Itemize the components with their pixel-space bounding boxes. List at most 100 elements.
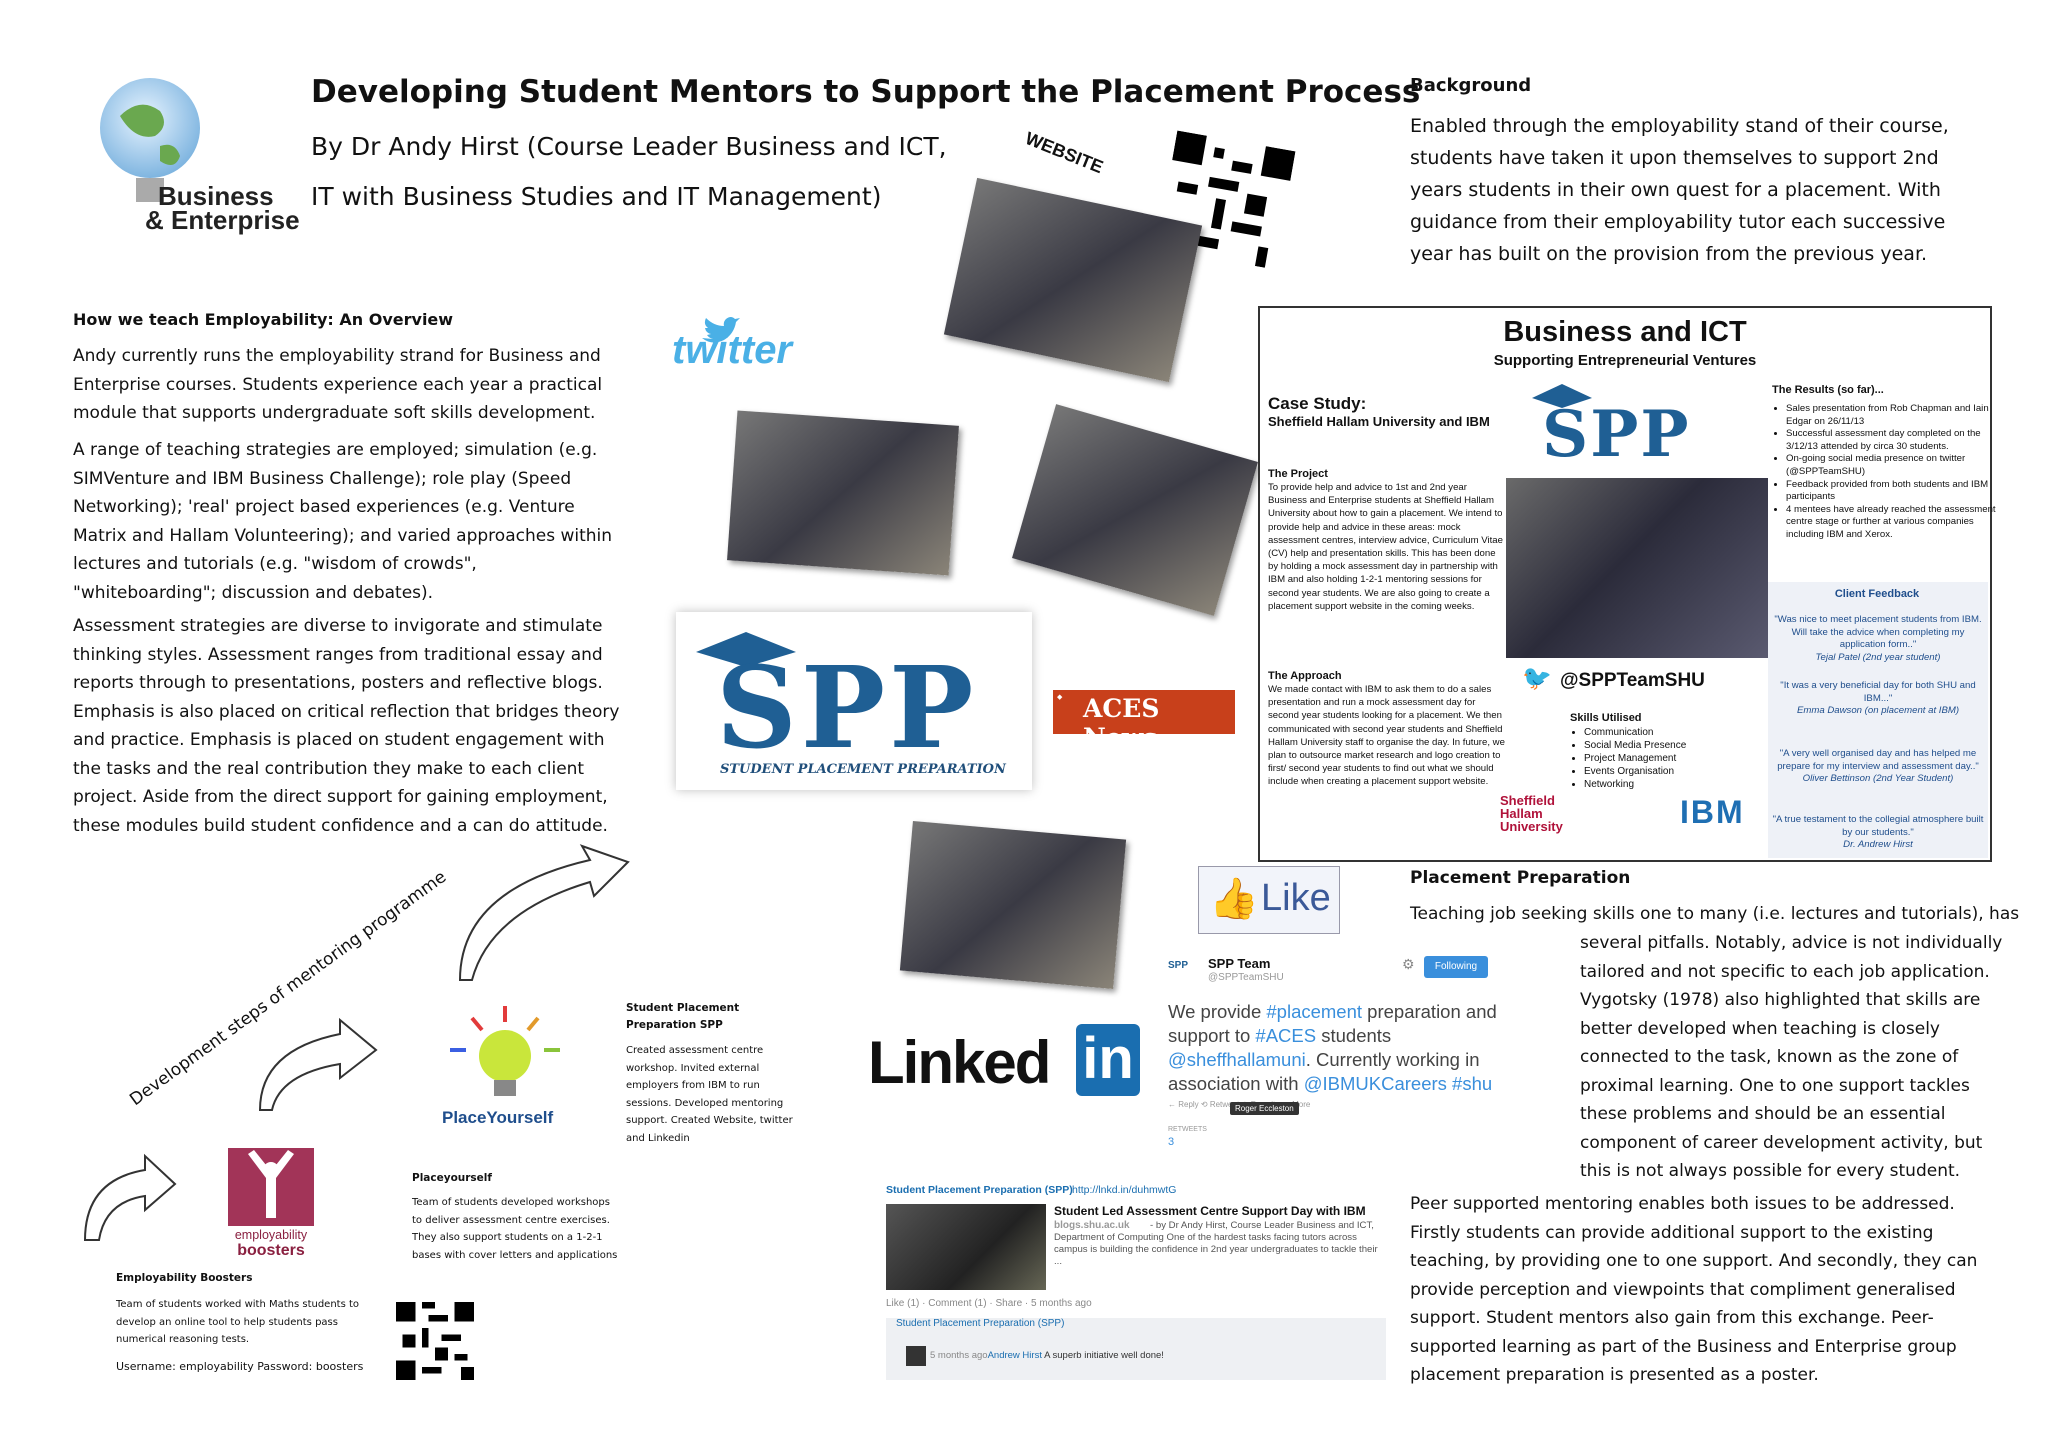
eb-logo-line1: employability bbox=[234, 1228, 308, 1242]
tweet-author-handle[interactable]: @SPPTeamSHU bbox=[1208, 972, 1284, 983]
poster-group-photo bbox=[1506, 478, 1768, 658]
feedback-panel bbox=[1768, 582, 1988, 858]
arrow-1-icon bbox=[83, 1153, 177, 1241]
shu-logo: Sheffield Hallam University bbox=[1500, 793, 1563, 834]
linkedin-post-title[interactable]: Student Led Assessment Centre Support Da… bbox=[1054, 1204, 1366, 1218]
background-heading: Background bbox=[1410, 75, 1532, 96]
page-title: Developing Student Mentors to Support th… bbox=[311, 74, 1421, 110]
comment-group[interactable]: Student Placement Preparation (SPP) bbox=[896, 1318, 1065, 1329]
results-heading: The Results (so far)... bbox=[1772, 384, 1884, 396]
placement-paragraph-1-rest: several pitfalls. Notably, advice is not… bbox=[1580, 933, 2003, 1181]
gear-icon[interactable]: ⚙ bbox=[1402, 956, 1415, 972]
following-button[interactable]: Following bbox=[1424, 956, 1488, 978]
ibm-logo: IBM bbox=[1680, 794, 1745, 830]
approach-heading: The Approach bbox=[1268, 670, 1342, 682]
comment-panel bbox=[886, 1318, 1386, 1380]
poster-twitter-handle: @SPPTeamSHU bbox=[1560, 670, 1705, 691]
arrow-3-icon bbox=[458, 844, 630, 981]
thumbs-up-icon: 👍 bbox=[1209, 877, 1259, 921]
employability-boosters-heading: Employability Boosters bbox=[116, 1272, 253, 1284]
case-study-subheading: Sheffield Hallam University and IBM bbox=[1268, 414, 1490, 429]
linkedin-post-actions[interactable]: Like (1) · Comment (1) · Share · 5 month… bbox=[886, 1298, 1092, 1309]
arrow-2-icon bbox=[258, 1017, 378, 1111]
facebook-like-button[interactable]: 👍 Like bbox=[1198, 866, 1340, 934]
placeyourself-logo: PlaceYourself bbox=[442, 1108, 554, 1127]
tweet-author-name[interactable]: SPP Team bbox=[1208, 956, 1271, 971]
graduation-cap-icon bbox=[1532, 384, 1592, 408]
poster-spp-logo: SPP bbox=[1522, 378, 1742, 472]
tweet-tooltip: Roger Eccleston bbox=[1230, 1102, 1299, 1115]
twitter-bird-icon bbox=[700, 316, 740, 351]
aces-small-icon: ◆ bbox=[1057, 694, 1063, 701]
eb-logo-line2: boosters bbox=[237, 1242, 305, 1259]
comment-text: 5 months agoAndrew Hirst A superb initia… bbox=[930, 1350, 1164, 1361]
poster-title: Business and ICT bbox=[1503, 316, 1747, 348]
tweet-text: We provide #placement preparation and su… bbox=[1168, 1001, 1497, 1094]
quote-2: "It was a very beneficial day for both S… bbox=[1780, 680, 1976, 717]
linkedin-post: Student Placement Preparation (SPP) http… bbox=[886, 1182, 1388, 1382]
project-heading: The Project bbox=[1268, 468, 1328, 480]
boosters-qr-code-icon[interactable] bbox=[396, 1302, 474, 1380]
logo-line2: & Enterprise bbox=[145, 205, 300, 235]
twitter-logo[interactable]: twitter bbox=[672, 328, 792, 372]
employability-boosters-text: Team of students worked with Maths stude… bbox=[116, 1299, 360, 1345]
overview-paragraph-1: Andy currently runs the employability st… bbox=[73, 346, 603, 423]
placeyourself-text: Team of students developed workshops to … bbox=[412, 1197, 618, 1261]
placeyourself-heading: Placeyourself bbox=[412, 1172, 492, 1184]
linkedin-post-url[interactable]: http://lnkd.in/duhmwtG bbox=[1072, 1184, 1177, 1196]
linkedin-group-name[interactable]: Student Placement Preparation (SPP) bbox=[886, 1184, 1073, 1196]
tweet-card: SPP SPP Team @SPPTeamSHU ⚙ Following We … bbox=[1168, 950, 1528, 1160]
author-line1: By Dr Andy Hirst (Course Leader Business… bbox=[311, 132, 947, 161]
placement-heading: Placement Preparation bbox=[1410, 868, 1631, 888]
spp-step-heading: Student Placement Preparation SPP bbox=[626, 1002, 740, 1031]
quote-4: "A true testament to the collegial atmos… bbox=[1772, 814, 1984, 851]
placement-paragraph-2: Peer supported mentoring enables both is… bbox=[1410, 1194, 1978, 1385]
retweets-label: RETWEETS bbox=[1168, 1126, 1207, 1133]
poster-subtitle: Supporting Entrepreneurial Ventures bbox=[1493, 352, 1757, 369]
svg-text:SPP: SPP bbox=[1542, 397, 1690, 468]
twitter-bird-icon: 🐦 bbox=[1522, 665, 1552, 692]
skills-heading: Skills Utilised bbox=[1570, 712, 1642, 724]
spp-step-text: Created assessment centre workshop. Invi… bbox=[626, 1045, 793, 1144]
quote-3: "A very well organised day and has helpe… bbox=[1777, 748, 1979, 785]
retweets-count[interactable]: 3 bbox=[1168, 1136, 1175, 1148]
employability-boosters-login: Username: employability Password: booste… bbox=[116, 1360, 364, 1373]
quote-1: "Was nice to meet placement students fro… bbox=[1774, 614, 1982, 663]
overview-paragraph-3: Assessment strategies are diverse to inv… bbox=[73, 616, 620, 836]
spp-logo-card: SPP STUDENT PLACEMENT PREPARATION bbox=[676, 612, 1032, 790]
spp-big-text: SPP bbox=[716, 643, 977, 774]
client-feedback-heading: Client Feedback bbox=[1834, 588, 1920, 600]
overview-heading: How we teach Employability: An Overview bbox=[73, 310, 454, 329]
logo-line1: Business bbox=[158, 181, 274, 211]
classroom-photo-1 bbox=[727, 410, 959, 576]
mentoring-arrows bbox=[83, 844, 630, 1241]
linkedin-in-icon[interactable]: in bbox=[1076, 1024, 1140, 1096]
linkedin-post-description: - by Dr Andy Hirst, Course Leader Busine… bbox=[1054, 1220, 1378, 1267]
business-enterprise-logo bbox=[80, 76, 300, 236]
spp-tagline: STUDENT PLACEMENT PREPARATION bbox=[720, 762, 1006, 777]
employability-boosters-logo: employability boosters bbox=[220, 1148, 322, 1266]
placement-paragraph-1-line1: Teaching job seeking skills one to many … bbox=[1410, 904, 2020, 924]
spp-mini-logo-icon: SPP bbox=[1168, 960, 1189, 971]
results-list: Sales presentation from Rob Chapman and … bbox=[1772, 403, 1996, 542]
case-study-heading: Case Study: bbox=[1268, 394, 1367, 413]
project-text: To provide help and advice to 1st and 2n… bbox=[1268, 482, 1503, 612]
avatar bbox=[906, 1346, 926, 1366]
linkedin-post-source: blogs.shu.ac.uk bbox=[1054, 1220, 1130, 1231]
overview-paragraph-2: A range of teaching strategies are emplo… bbox=[73, 440, 613, 603]
like-label: Like bbox=[1261, 877, 1331, 919]
author-line2: IT with Business Studies and IT Manageme… bbox=[311, 182, 882, 211]
linkedin-post-photo bbox=[886, 1204, 1046, 1290]
skills-list: Communication Social Media Presence Proj… bbox=[1570, 726, 1686, 791]
linkedin-logo[interactable]: Linked bbox=[868, 1029, 1051, 1096]
approach-text: We made contact with IBM to ask them to … bbox=[1268, 684, 1505, 788]
aces-news-label: ACES News bbox=[1083, 694, 1160, 752]
classroom-photo-2 bbox=[1012, 404, 1258, 616]
case-study-poster: Business and ICT Supporting Entrepreneur… bbox=[1258, 306, 1996, 862]
background-text: Enabled through the employability stand … bbox=[1410, 115, 1949, 265]
lightbulb-icon bbox=[450, 1006, 560, 1096]
graduation-cap-icon bbox=[696, 632, 796, 667]
aces-news-logo[interactable]: ◆ ACES News bbox=[1053, 690, 1235, 752]
presentation-photo bbox=[899, 820, 1127, 990]
website-label: WEBSITE bbox=[1022, 128, 1107, 178]
